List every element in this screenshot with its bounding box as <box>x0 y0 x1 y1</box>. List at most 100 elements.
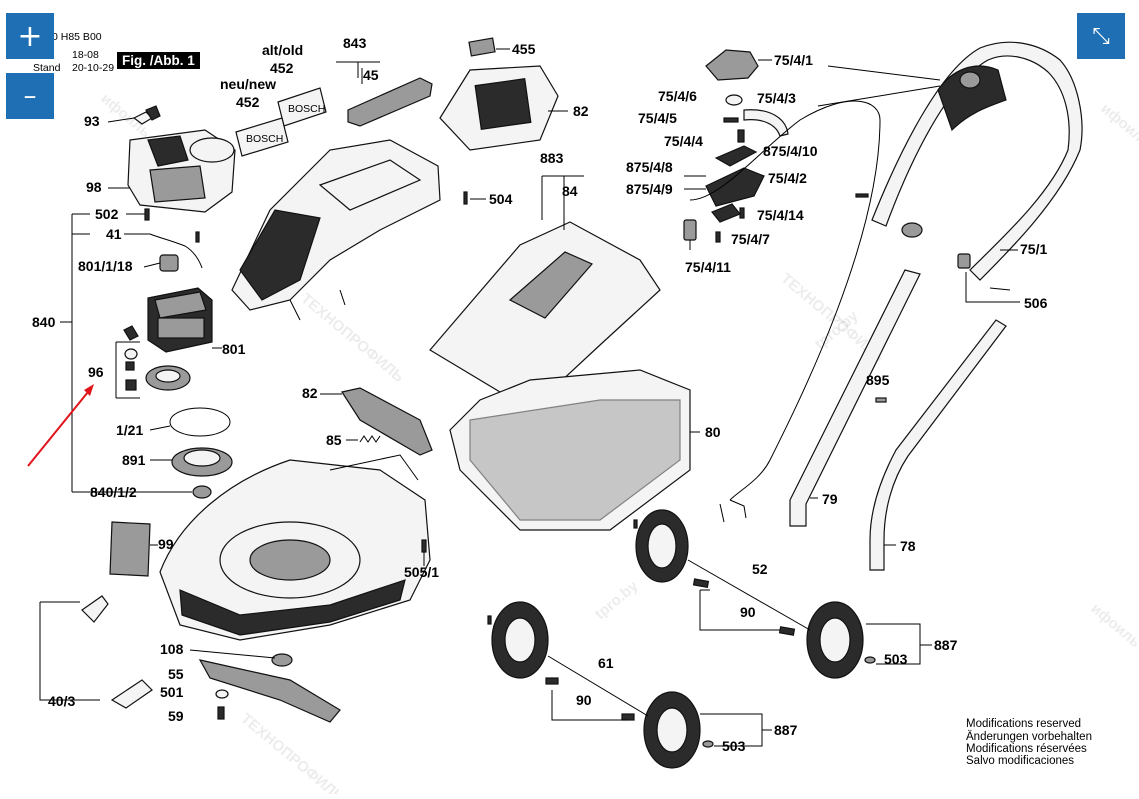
label-75-4-11: 75/4/11 <box>685 259 731 275</box>
part-84-lid <box>429 221 661 411</box>
label-78: 78 <box>900 538 916 554</box>
wheel-front-right <box>806 601 864 679</box>
label-1-21: 1/21 <box>116 422 143 438</box>
label-52: 52 <box>752 561 768 577</box>
note-en: Modifications reserved <box>966 718 1081 730</box>
label-891: 891 <box>122 452 146 468</box>
label-55: 55 <box>168 666 184 682</box>
part-75-4-3 <box>743 109 789 137</box>
label-883: 883 <box>540 150 564 166</box>
zoom-in-button[interactable]: + <box>6 13 54 59</box>
label-alt-old: alt/old <box>262 42 303 58</box>
label-96: 96 <box>88 364 104 380</box>
part-78 <box>869 319 1007 571</box>
label-neu-new: neu/new <box>220 76 276 92</box>
wheel-front-left <box>635 509 689 583</box>
watermark: ТЕХНОПРОФИЛЬ <box>237 710 347 794</box>
label-506: 506 <box>1024 295 1048 311</box>
label-41: 41 <box>106 226 122 242</box>
pointer-arrow <box>27 391 89 467</box>
label-887-a: 887 <box>934 637 958 653</box>
label-452-new: 452 <box>236 94 260 110</box>
wheel-rear-right <box>643 691 701 769</box>
label-40-3: 40/3 <box>48 693 75 709</box>
label-75-4-1: 75/4/1 <box>774 52 813 68</box>
label-82-top: 82 <box>573 103 589 119</box>
label-75-4-4: 75/4/4 <box>664 133 703 149</box>
label-503-a: 503 <box>884 651 908 667</box>
label-98: 98 <box>86 179 102 195</box>
part-fan <box>145 365 191 391</box>
label-502: 502 <box>95 206 119 222</box>
header-code: 0 H85 B00 <box>52 31 102 43</box>
part-98 <box>108 129 236 213</box>
part-875-4-10 <box>714 145 758 167</box>
label-99: 99 <box>158 536 174 552</box>
part-93 <box>107 105 161 125</box>
label-840-1-2: 840/1/2 <box>90 484 137 500</box>
label-503-b: 503 <box>722 738 746 754</box>
label-455: 455 <box>512 41 536 57</box>
plus-icon: + <box>17 18 43 54</box>
label-875-4-10: 875/4/10 <box>763 143 818 159</box>
label-84: 84 <box>562 183 578 199</box>
label-75-1: 75/1 <box>1020 241 1047 257</box>
svg-text:BOSCH: BOSCH <box>288 103 325 115</box>
part-891-pulley <box>150 447 233 477</box>
label-840: 840 <box>32 314 56 330</box>
header-edition: 18-08 <box>72 49 99 61</box>
label-75-4-5: 75/4/5 <box>638 110 677 126</box>
svg-text:BOSCH: BOSCH <box>246 133 283 145</box>
label-59: 59 <box>168 708 184 724</box>
label-504: 504 <box>489 191 513 207</box>
part-455-82 <box>439 37 568 151</box>
part-80-box <box>449 369 700 531</box>
label-85: 85 <box>326 432 342 448</box>
figure-label: Fig. /Abb. 1 <box>117 52 200 69</box>
label-875-4-9: 875/4/9 <box>626 181 673 197</box>
fullscreen-toggle-button[interactable]: ⤡ <box>1077 13 1125 59</box>
label-82-mid: 82 <box>302 385 318 401</box>
watermark: ТЕХНОПРОФИЛЬ <box>297 290 407 386</box>
collapse-arrows-icon: ⤡ <box>1092 23 1110 49</box>
label-80: 80 <box>705 424 721 440</box>
label-505-1: 505/1 <box>404 564 439 580</box>
label-45: 45 <box>363 67 379 83</box>
part-55-blade <box>189 649 341 723</box>
part-79 <box>789 269 921 527</box>
label-61: 61 <box>598 655 614 671</box>
minus-icon: – <box>23 81 37 111</box>
part-chassis <box>159 454 431 641</box>
part-875-4-9-cable <box>683 100 881 501</box>
part-99 <box>109 521 158 577</box>
label-75-4-6: 75/4/6 <box>658 88 697 104</box>
part-452-new: BOSCH <box>235 117 289 157</box>
part-85-spring <box>346 435 381 443</box>
modifications-note: Modifications reserved Änderungen vorbeh… <box>966 718 1092 767</box>
label-875-4-8: 875/4/8 <box>626 159 673 175</box>
label-501: 501 <box>160 684 184 700</box>
label-93: 93 <box>84 113 100 129</box>
label-895: 895 <box>866 372 890 388</box>
label-843: 843 <box>343 35 367 51</box>
part-452-old: BOSCH <box>277 87 327 127</box>
header-stand-date: 20-10-29 <box>72 62 114 74</box>
label-801: 801 <box>222 341 246 357</box>
part-843-housing <box>231 139 441 321</box>
part-82-flap <box>320 387 433 456</box>
zoom-out-button[interactable]: – <box>6 73 54 119</box>
part-801-1-18 <box>143 254 179 272</box>
label-79: 79 <box>822 491 838 507</box>
label-75-4-14: 75/4/14 <box>757 207 804 223</box>
label-452-old: 452 <box>270 60 294 76</box>
note-de: Änderungen vorbehalten <box>966 731 1092 743</box>
part-75-4-2 <box>705 167 765 207</box>
label-801-1-18: 801/1/18 <box>78 258 133 274</box>
part-45 <box>347 68 433 127</box>
label-887-b: 887 <box>774 722 798 738</box>
label-90-b: 90 <box>576 692 592 708</box>
watermark: ифоиль <box>1097 100 1139 151</box>
callout-labels: 93 98 502 41 801/1/18 840 801 96 1/21 89… <box>32 35 1048 754</box>
